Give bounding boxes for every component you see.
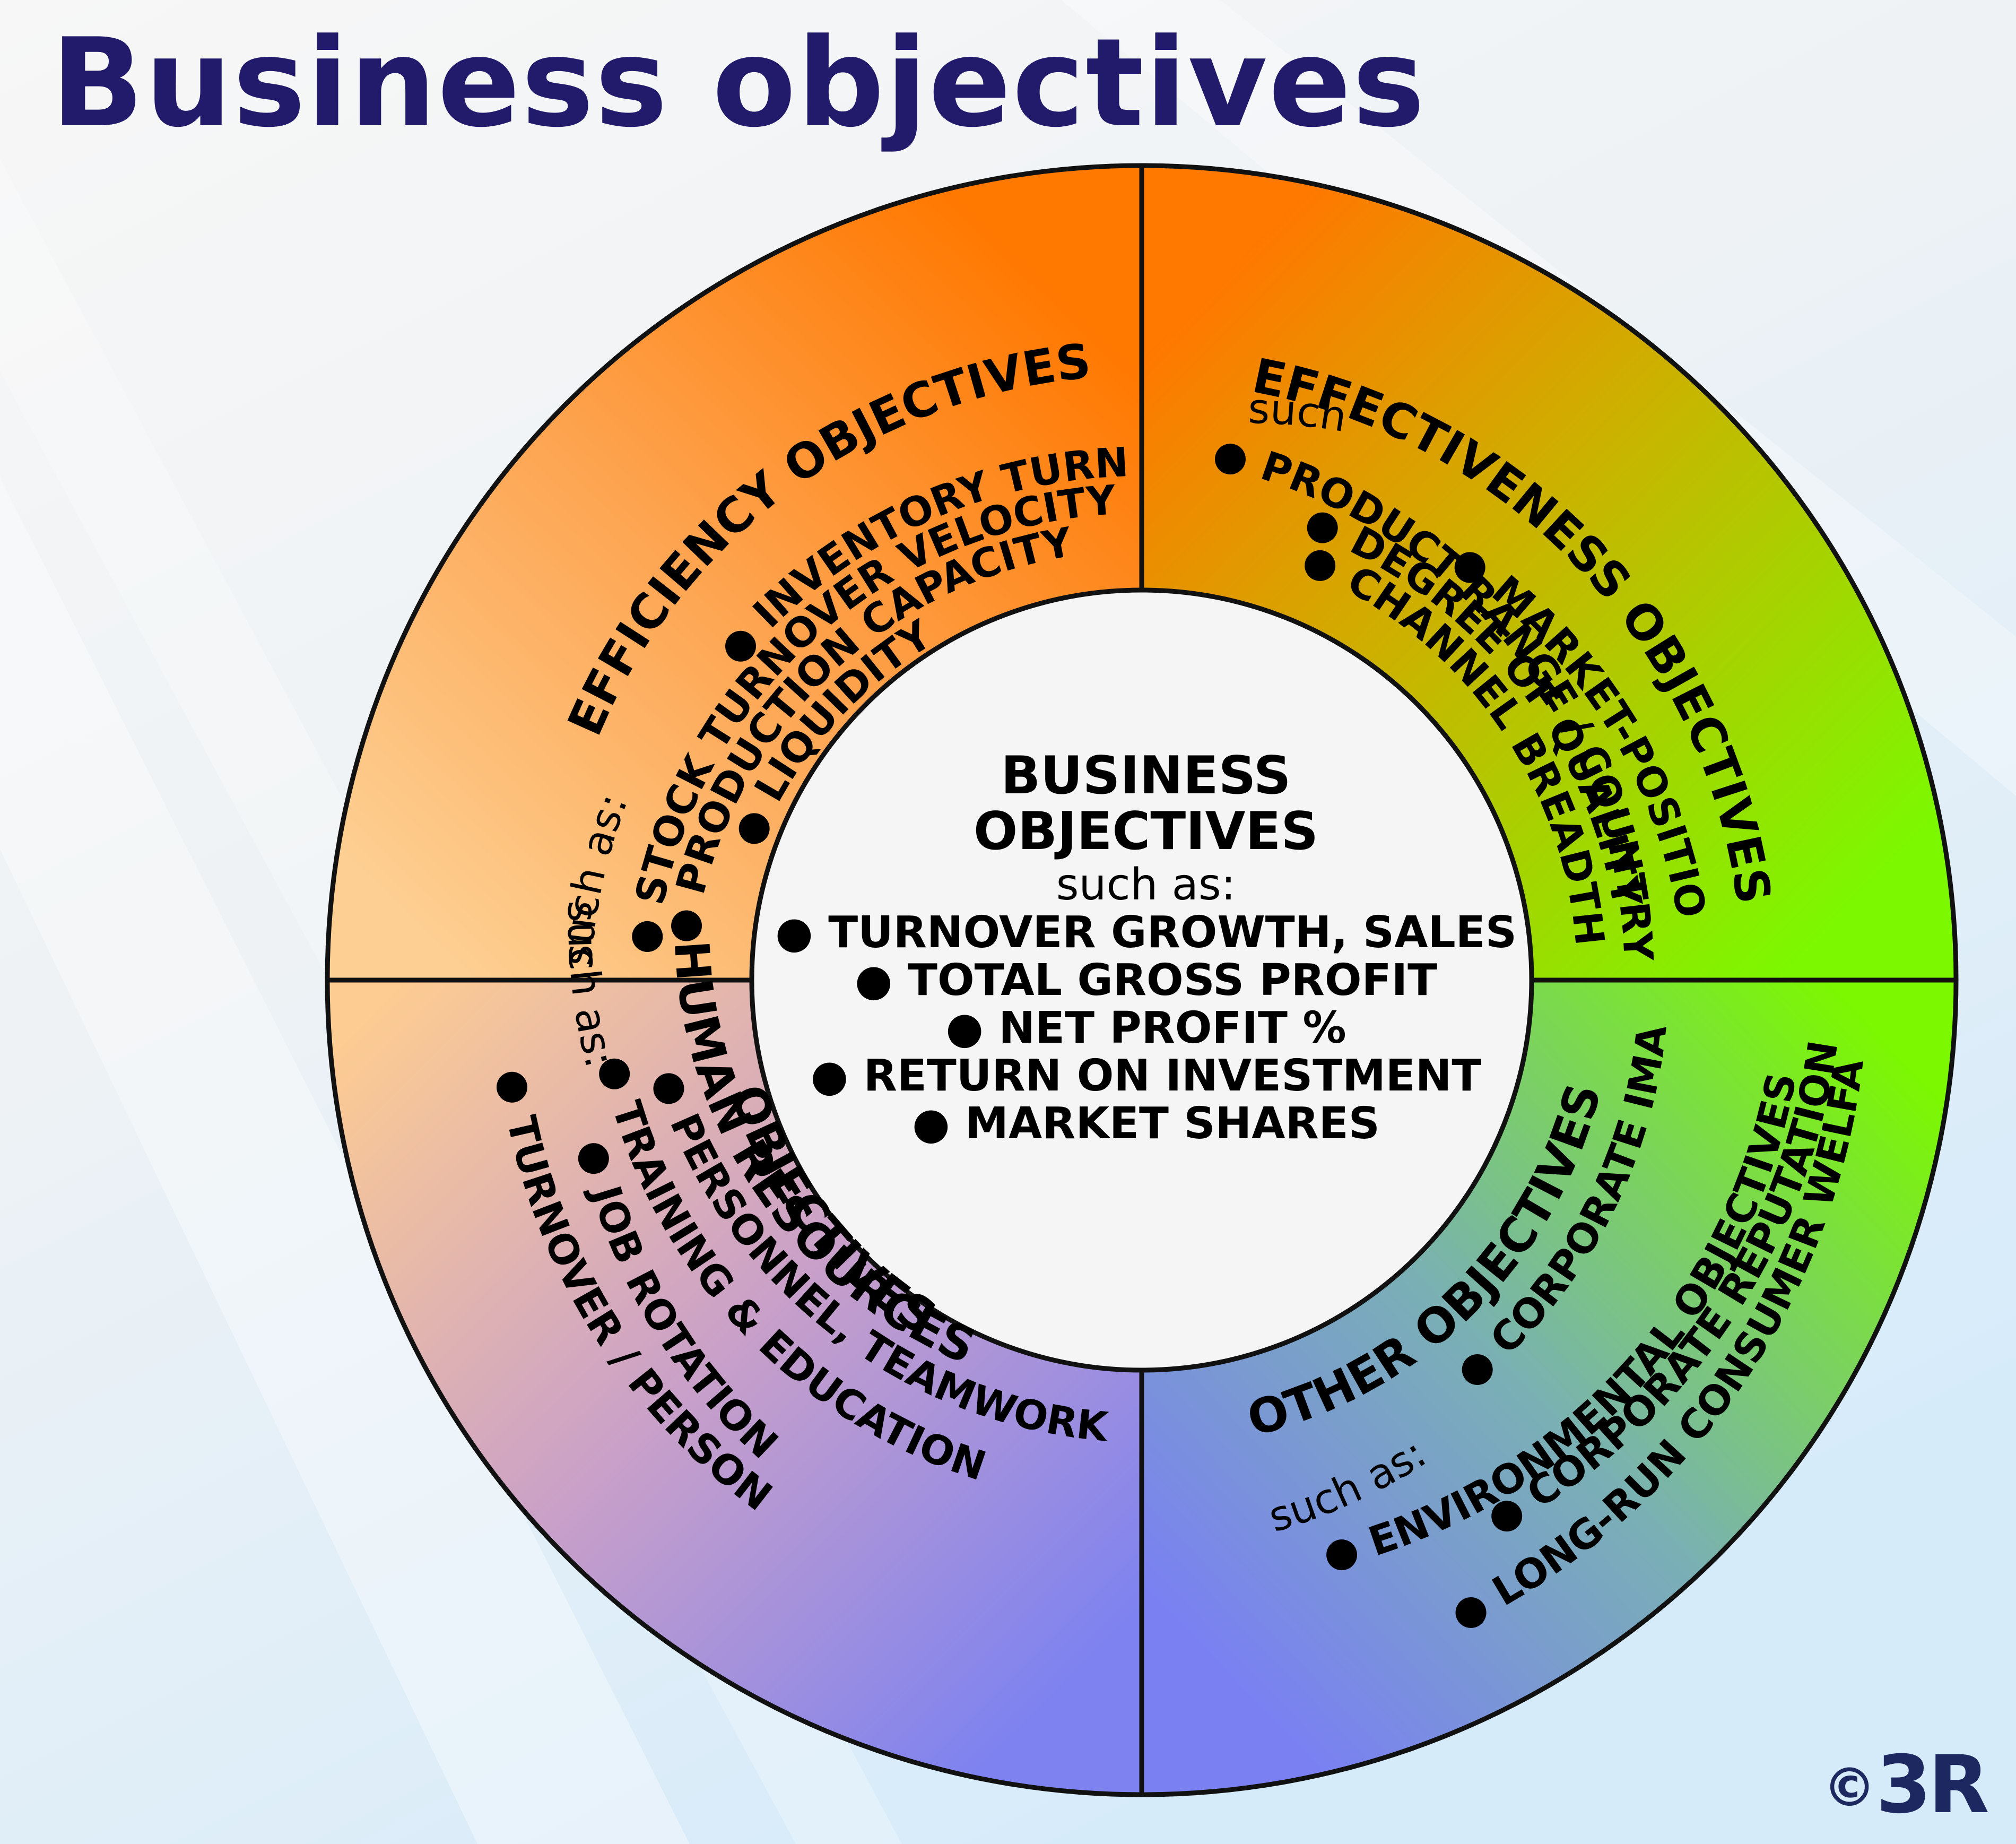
copyright-symbol: © [1823, 1756, 1876, 1819]
brand-logo: 3R [1876, 1739, 1989, 1831]
other-quadrant [1142, 980, 1956, 1795]
page-title: Business objectives [51, 13, 1426, 154]
center-item: ● TOTAL GROSS PROFIT [855, 955, 1437, 1006]
efficiency-quadrant [327, 166, 1142, 980]
center-title-line1: BUSINESS [1001, 746, 1291, 806]
effectiveness-quadrant [1142, 166, 1956, 980]
center-such-as: such as: [1056, 860, 1236, 910]
center-title-line2: OBJECTIVES [974, 801, 1318, 862]
center-item: ● NET PROFIT % [945, 1003, 1346, 1053]
center-item: ● MARKET SHARES [912, 1098, 1380, 1149]
center-item: ● RETURN ON INVESTMENT [811, 1051, 1482, 1101]
center-item: ● TURNOVER GROWTH, SALES [775, 907, 1517, 958]
copyright-logo: ©3R [1823, 1745, 1989, 1825]
human-resources-quadrant [327, 980, 1142, 1795]
